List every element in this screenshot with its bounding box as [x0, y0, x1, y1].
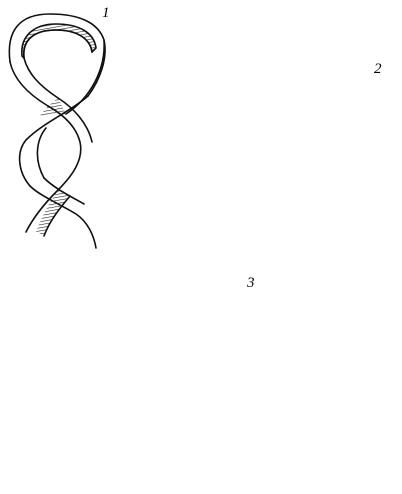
step-number-3: 3 — [247, 276, 255, 291]
figure-1-twisted-loop — [9, 14, 105, 248]
step-number-2: 2 — [374, 62, 382, 77]
step-number-1: 1 — [102, 6, 110, 21]
